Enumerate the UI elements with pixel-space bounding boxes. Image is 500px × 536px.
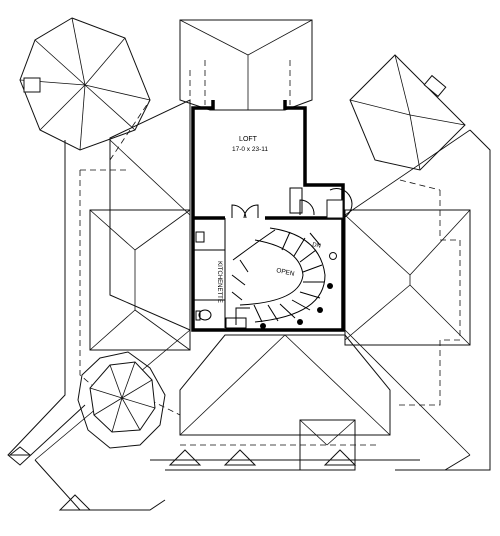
loft-name-label: LOFT [239, 136, 258, 143]
chimney-left [23, 77, 41, 93]
dashed-wall-lines [79, 70, 461, 446]
kitchenette-fixtures [195, 231, 247, 329]
loft-walls [191, 100, 345, 332]
loft-doors [231, 187, 353, 219]
chimney-right [423, 74, 447, 98]
roof-outline [7, 99, 491, 511]
kitchenette-label: KITCHENETTE [216, 261, 222, 303]
gazebo-roof-lower-left [77, 351, 166, 449]
curved-staircase [231, 227, 337, 329]
turret-roof-upper-left [19, 17, 151, 151]
stair-down-label: DN [312, 242, 322, 250]
upper-right-wing-roof [349, 54, 466, 171]
loft-dimensions-label: 17-0 x 23-11 [232, 146, 268, 153]
top-gable-roof [179, 19, 313, 111]
open-label: OPEN [276, 267, 296, 278]
